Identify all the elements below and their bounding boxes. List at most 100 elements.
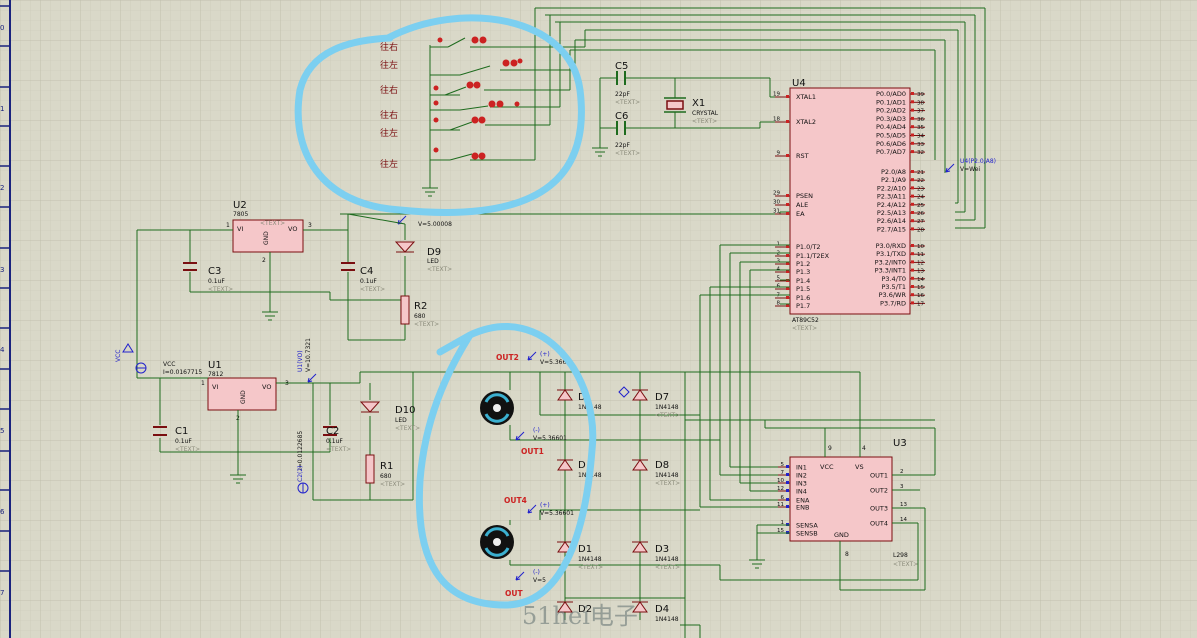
ruler-label: 4 xyxy=(0,346,5,354)
u3-pin-marker xyxy=(786,465,789,468)
u4-pin-number: 39 xyxy=(917,92,924,98)
d7-text: <TEXT> xyxy=(655,412,680,419)
r1-text: <TEXT> xyxy=(380,481,405,488)
u4-pin-name: ALE xyxy=(796,201,808,209)
u3-pin-number: 1 xyxy=(781,520,785,526)
u4-pin-name: P1.2 xyxy=(796,260,810,268)
c1-text: <TEXT> xyxy=(175,446,200,453)
u4-pin-number: 10 xyxy=(917,244,924,250)
r1-ref: R1 xyxy=(380,461,393,472)
d9-text: <TEXT> xyxy=(427,266,452,273)
u4-part: AT89C52 xyxy=(792,317,819,324)
u4-pin-number: 18 xyxy=(773,117,780,123)
u3-pin-name: IN4 xyxy=(796,488,807,496)
c6-text: <TEXT> xyxy=(615,150,640,157)
u1-gnd: GND xyxy=(240,390,247,404)
u3-pin-name: IN2 xyxy=(796,472,807,480)
u4-pin-name: P3.1/TXD xyxy=(876,250,906,258)
u4-pin-marker xyxy=(786,262,789,265)
u4-pin-name: P0.7/AD7 xyxy=(876,148,906,156)
u3-pin-name: SENSA xyxy=(796,522,818,530)
u4-pin-name: P1.1/T2EX xyxy=(796,252,830,260)
u4-pin-number: 8 xyxy=(777,301,781,307)
c2-value: 0.1uF xyxy=(326,438,343,445)
d8-part: 1N4148 xyxy=(655,472,679,479)
u4-pin-marker xyxy=(911,227,914,231)
u4-pin-name: P3.2/INT0 xyxy=(875,258,906,266)
d1-part: 1N4148 xyxy=(578,556,602,563)
c2-text: <TEXT> xyxy=(326,446,351,453)
d4-ref: D4 xyxy=(655,604,669,615)
u1vo-voltage: V=10.7321 xyxy=(305,338,312,372)
u4-pin-marker xyxy=(911,268,914,272)
u3-chip[interactable] xyxy=(789,456,893,542)
u4-pin-name: P1.4 xyxy=(796,277,810,285)
u3-pin-marker xyxy=(786,505,789,508)
u3-pin-number: 10 xyxy=(777,478,784,484)
u3-pin-number: 15 xyxy=(777,528,784,534)
u4-pin-name: PSEN xyxy=(796,192,813,200)
switch-label: 往右 xyxy=(380,84,398,96)
d-mid-ref: D xyxy=(578,460,586,471)
u4-pin-name: P0.3/AD3 xyxy=(876,115,906,123)
u4-pin-number: 34 xyxy=(917,134,924,140)
u4-pin-marker xyxy=(911,133,914,137)
motor-1[interactable] xyxy=(480,391,514,425)
u2-gnd: GND xyxy=(263,231,270,245)
u2-vo: VO xyxy=(288,225,297,233)
u4-pin-number: 37 xyxy=(917,109,924,115)
u4-pin-marker xyxy=(786,120,789,123)
u2-ref: U2 xyxy=(233,200,247,211)
u3-pin-number: 7 xyxy=(781,470,785,476)
u2-text: <TEXT> xyxy=(260,220,285,227)
u4-pin-number: 27 xyxy=(917,219,924,225)
switch-label: 往左 xyxy=(380,59,398,71)
u4-pin-number: 16 xyxy=(917,293,924,299)
u2-pin1: 1 xyxy=(226,222,230,229)
u4-pin-number: 24 xyxy=(917,195,924,201)
u3-vs-label: VS xyxy=(855,463,864,471)
u4-pin-marker xyxy=(911,285,914,288)
highlight-circle-motors xyxy=(415,323,597,609)
c3-symbol xyxy=(183,262,197,271)
x1-part: CRYSTAL xyxy=(692,110,719,117)
d9-ref: D9 xyxy=(427,247,441,258)
u3-pin-marker xyxy=(786,481,789,484)
d8-text: <TEXT> xyxy=(655,480,680,487)
d10-text: <TEXT> xyxy=(395,425,420,432)
u3-vcc-pin: 9 xyxy=(828,445,832,452)
r2-text: <TEXT> xyxy=(414,321,439,328)
out3-voltage: V=5 xyxy=(533,577,546,584)
u4-chip[interactable] xyxy=(789,87,911,315)
switch-label: 往左 xyxy=(380,127,398,139)
u4-pin-name: XTAL2 xyxy=(796,118,816,126)
u4-pin-name: EA xyxy=(796,210,805,218)
u4-pin-marker xyxy=(786,194,789,197)
u4-pin-name: P1.6 xyxy=(796,294,810,302)
out4-label: OUT4 xyxy=(504,496,527,505)
c3-ref: C3 xyxy=(208,266,221,277)
u4-pin-number: 19 xyxy=(773,92,780,98)
v5-probe: V=5.00008 xyxy=(418,221,452,228)
u1-regulator[interactable] xyxy=(207,377,277,411)
out4-plus: (+) xyxy=(540,502,550,509)
vcc-probe-vertical: VCC xyxy=(115,350,122,362)
c1-ref: C1 xyxy=(175,426,188,437)
vcc-current: I=0.0167715 xyxy=(163,369,202,376)
u1-pin1: 1 xyxy=(201,380,205,387)
u4-pin-number: 11 xyxy=(917,252,924,258)
diode-d8 xyxy=(632,459,648,471)
u4-pin-marker xyxy=(911,186,914,190)
u2-regulator[interactable] xyxy=(232,219,304,253)
u4-pin-marker xyxy=(911,202,914,206)
d3-text: <TEXT> xyxy=(655,564,680,571)
r1-value: 680 xyxy=(380,473,392,480)
c6-value: 22pF xyxy=(615,142,630,149)
u4-pin-name: P2.4/A12 xyxy=(877,201,906,209)
u3-pin-name: ENA xyxy=(796,497,810,505)
u4-right-pins: 39P0.0/AD038P0.1/AD137P0.2/AD236P0.3/AD3… xyxy=(875,90,925,307)
motor-2[interactable] xyxy=(480,525,514,559)
